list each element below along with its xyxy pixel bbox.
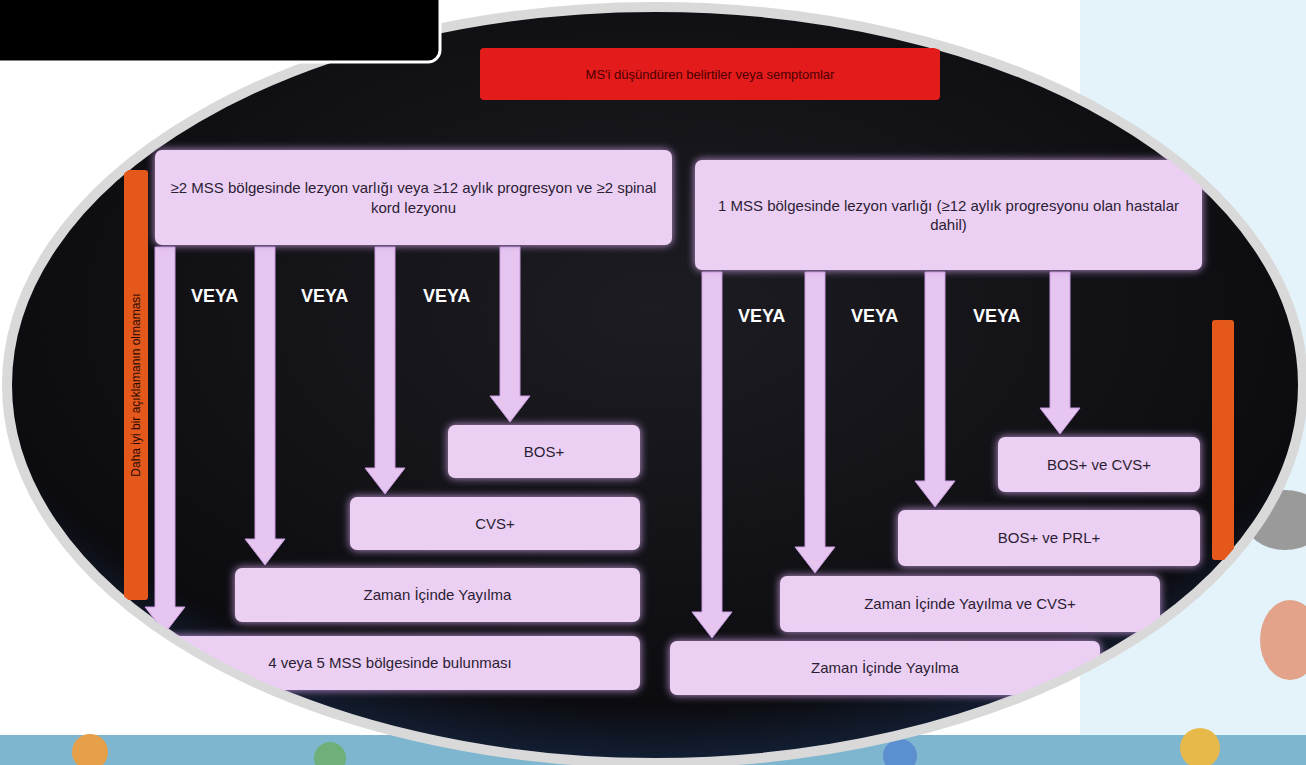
- or-label: VEYA: [973, 306, 1020, 327]
- box-text: CVS+: [475, 514, 515, 534]
- criteria-box: 1 MSS bölgesinde lezyon varlığı (≥12 ayl…: [695, 160, 1202, 270]
- box-text: 1 MSS bölgesinde lezyon varlığı (≥12 ayl…: [707, 196, 1190, 235]
- or-label: VEYA: [851, 306, 898, 327]
- flow-arrow: [692, 272, 732, 638]
- side-band: [1212, 320, 1234, 560]
- flow-arrow: [365, 247, 405, 494]
- result-box: Zaman İçinde Yayılma ve CVS+: [780, 576, 1160, 632]
- box-text: 4 veya 5 MSS bölgesinde bulunması: [268, 653, 511, 673]
- or-label: VEYA: [301, 286, 348, 307]
- flow-arrow: [795, 272, 835, 573]
- flow-arrow: [490, 247, 530, 422]
- pattern-dot: [1180, 728, 1220, 765]
- flow-arrow: [1040, 272, 1080, 434]
- box-text: Zaman İçinde Yayılma: [811, 658, 959, 678]
- box-text: BOS+ ve PRL+: [998, 528, 1101, 548]
- box-text: Zaman İçinde Yayılma ve CVS+: [864, 594, 1076, 614]
- box-text: Zaman İçinde Yayılma: [364, 585, 512, 605]
- pattern-dot: [72, 734, 108, 765]
- box-text: ≥2 MSS bölgesinde lezyon varlığı veya ≥1…: [167, 178, 660, 217]
- box-text: BOS+: [524, 442, 564, 462]
- or-label: VEYA: [423, 286, 470, 307]
- result-box: BOS+ ve CVS+: [998, 437, 1200, 492]
- header-box: MS'i düşündüren belirtiler veya semptoml…: [480, 48, 940, 100]
- pattern-dot: [314, 742, 346, 765]
- pattern-dot: [883, 739, 917, 765]
- or-label: VEYA: [191, 286, 238, 307]
- box-text: Daha iyi bir açıklamanın olmaması: [129, 175, 143, 595]
- flow-arrow: [145, 247, 185, 633]
- result-box: BOS+ ve PRL+: [898, 510, 1200, 566]
- flow-arrow: [915, 272, 955, 507]
- flow-arrow: [245, 247, 285, 565]
- pattern-shape: [1260, 600, 1306, 680]
- criteria-box: ≥2 MSS bölgesinde lezyon varlığı veya ≥1…: [155, 150, 672, 245]
- or-label: VEYA: [738, 306, 785, 327]
- side-band: Daha iyi bir açıklamanın olmaması: [124, 170, 148, 600]
- photo-oval: [7, 7, 1303, 763]
- result-box: Zaman İçinde Yayılma: [235, 568, 640, 622]
- box-text: BOS+ ve CVS+: [1047, 455, 1151, 475]
- result-box: CVS+: [350, 497, 640, 550]
- black-bar: [0, 0, 440, 62]
- box-text: MS'i düşündüren belirtiler veya semptoml…: [586, 67, 835, 82]
- result-box: BOS+: [448, 425, 640, 478]
- black-bar: [0, 0, 450, 75]
